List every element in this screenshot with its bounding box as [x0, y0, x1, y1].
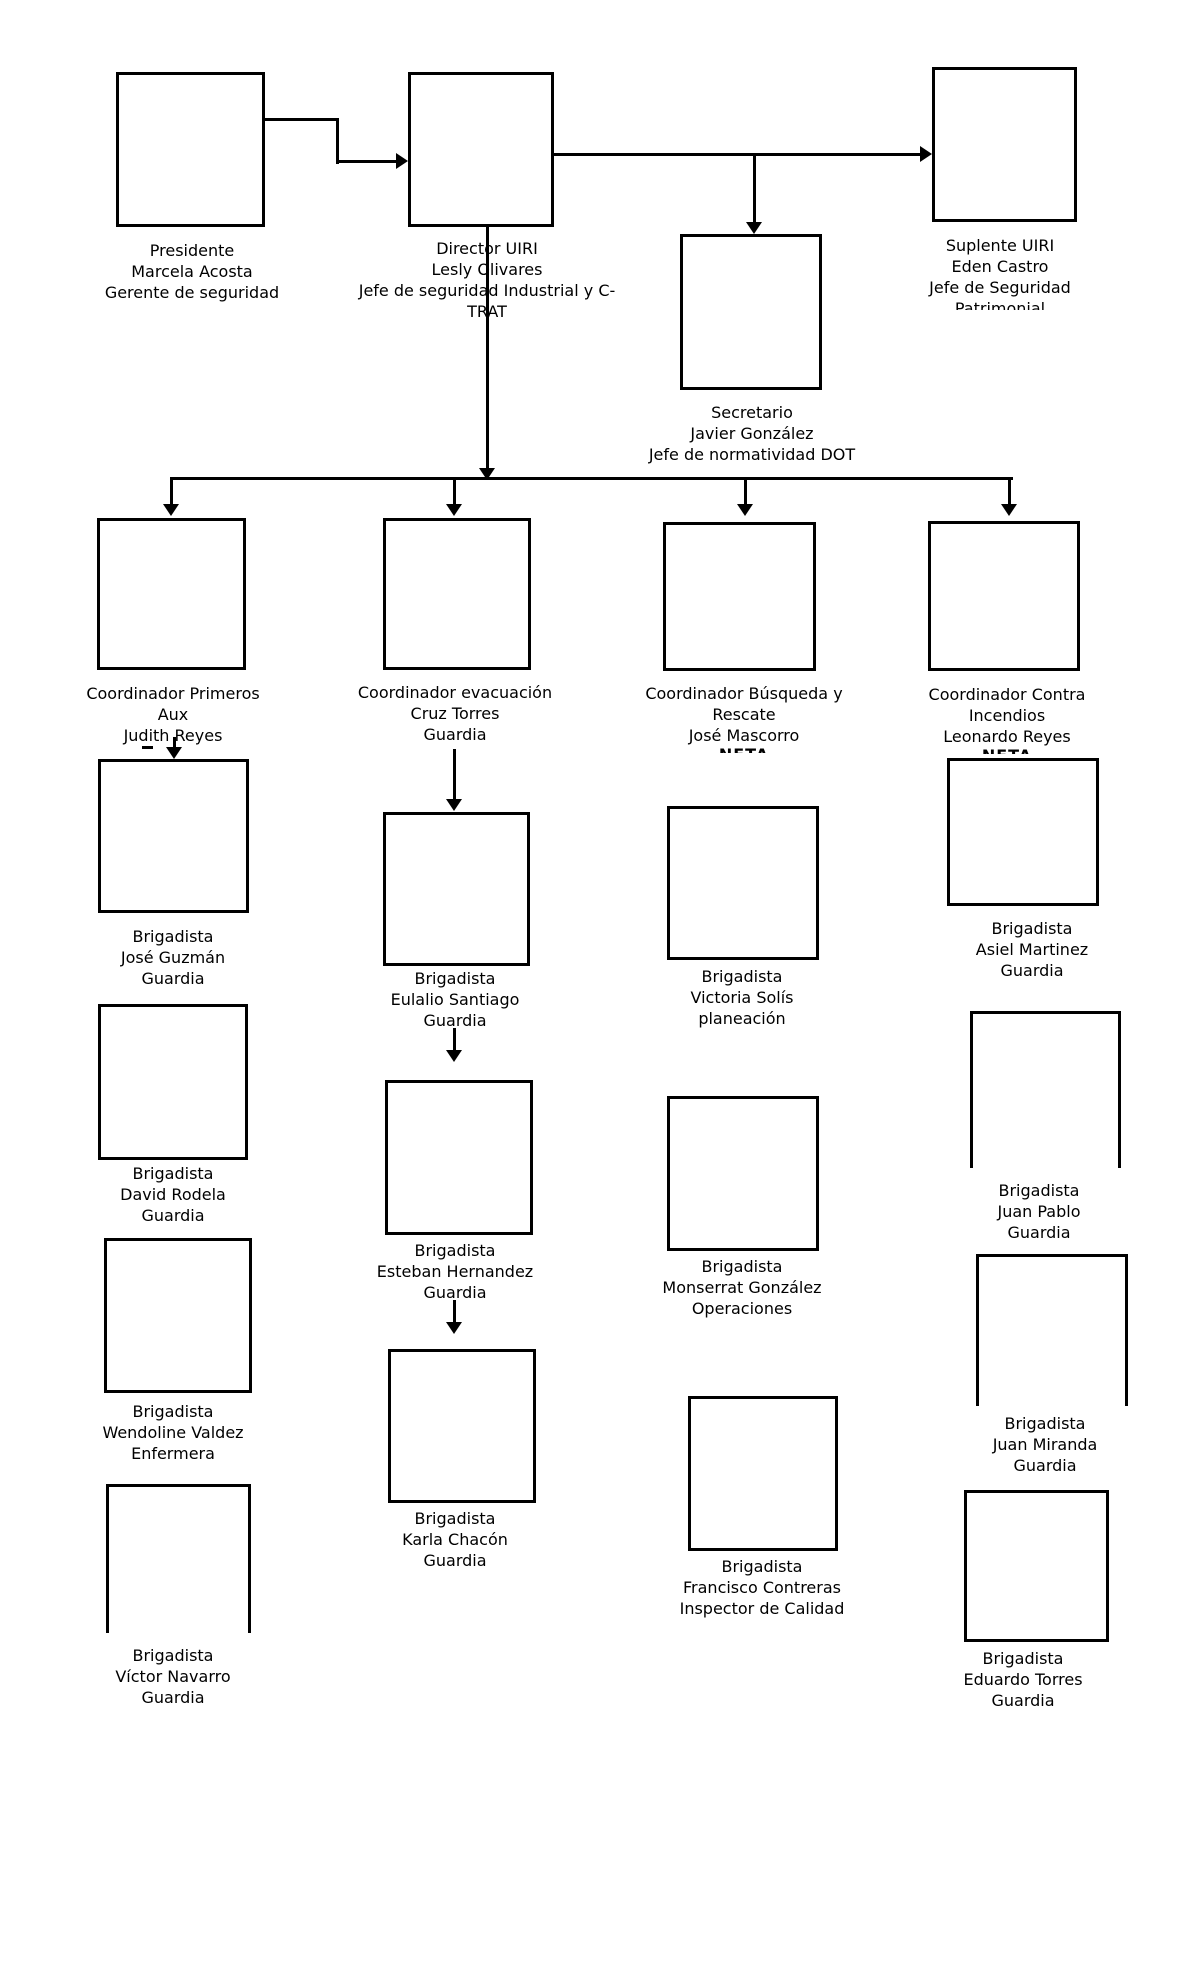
arrowhead-col2-b — [446, 1050, 462, 1062]
connector-col2-a — [453, 749, 456, 799]
arrowhead-col1 — [166, 747, 182, 759]
brigadista-photo-box — [667, 1096, 819, 1251]
arrowhead-col2-c — [446, 1322, 462, 1334]
coordinator-primeros-aux-photo-box — [97, 518, 246, 670]
arrowhead-col2-a — [446, 799, 462, 811]
connector-presidente-director — [336, 118, 339, 164]
arrowhead-into-director — [396, 153, 408, 169]
suplente-clipped-text: Patrimonial — [954, 299, 1046, 310]
arrowhead-into-secretario — [746, 222, 762, 234]
coordinator-busqueda-photo-box — [663, 522, 816, 671]
brigadista-photo-box — [98, 759, 249, 913]
drop-coordinator-1 — [170, 477, 173, 506]
clipped-text-fragment — [142, 746, 153, 749]
brigadista-photo-box — [106, 1484, 251, 1633]
arrowhead-coordinator-3 — [737, 504, 753, 516]
coordinator-busqueda-clipped-text: NETA — [604, 744, 884, 753]
brigadista-photo-box — [970, 1011, 1121, 1168]
brigadista-photo-box — [104, 1238, 252, 1393]
brigadista-photo-box — [688, 1396, 838, 1551]
connector-to-secretario — [753, 154, 756, 224]
director-photo-box — [408, 72, 554, 227]
brigadista-photo-box — [383, 812, 530, 966]
connector-director-suplente — [554, 153, 922, 156]
brigadista-photo-box — [964, 1490, 1109, 1642]
drop-coordinator-4 — [1008, 477, 1011, 506]
connector-col2-c — [453, 1300, 456, 1324]
drop-coordinator-3 — [744, 477, 747, 506]
coordinator-incendios-clipped-text: NETA — [867, 745, 1147, 754]
presidente-photo-box — [116, 72, 265, 227]
connector-col1 — [173, 737, 176, 749]
coordinator-evacuacion-photo-box — [383, 518, 531, 670]
connector-director-down — [486, 227, 489, 479]
connector-presidente-director — [265, 118, 339, 121]
arrowhead-coordinator-1 — [163, 504, 179, 516]
coordinator-incendios-photo-box — [928, 521, 1080, 671]
brigadista-photo-box — [667, 806, 819, 960]
connector-presidente-director — [336, 160, 398, 163]
brigadista-photo-box — [947, 758, 1099, 906]
brigadista-photo-box — [976, 1254, 1128, 1406]
suplente-photo-box — [932, 67, 1077, 222]
connector-col2-b — [453, 1028, 456, 1052]
arrowhead-coordinator-4 — [1001, 504, 1017, 516]
drop-coordinator-2 — [453, 477, 456, 506]
brigadista-photo-box — [385, 1080, 533, 1235]
secretario-photo-box — [680, 234, 822, 390]
arrowhead-into-suplente — [920, 146, 932, 162]
arrowhead-coordinator-2 — [446, 504, 462, 516]
brigadista-photo-box — [98, 1004, 248, 1160]
brigadista-photo-box — [388, 1349, 536, 1503]
distribution-line — [170, 477, 1013, 480]
